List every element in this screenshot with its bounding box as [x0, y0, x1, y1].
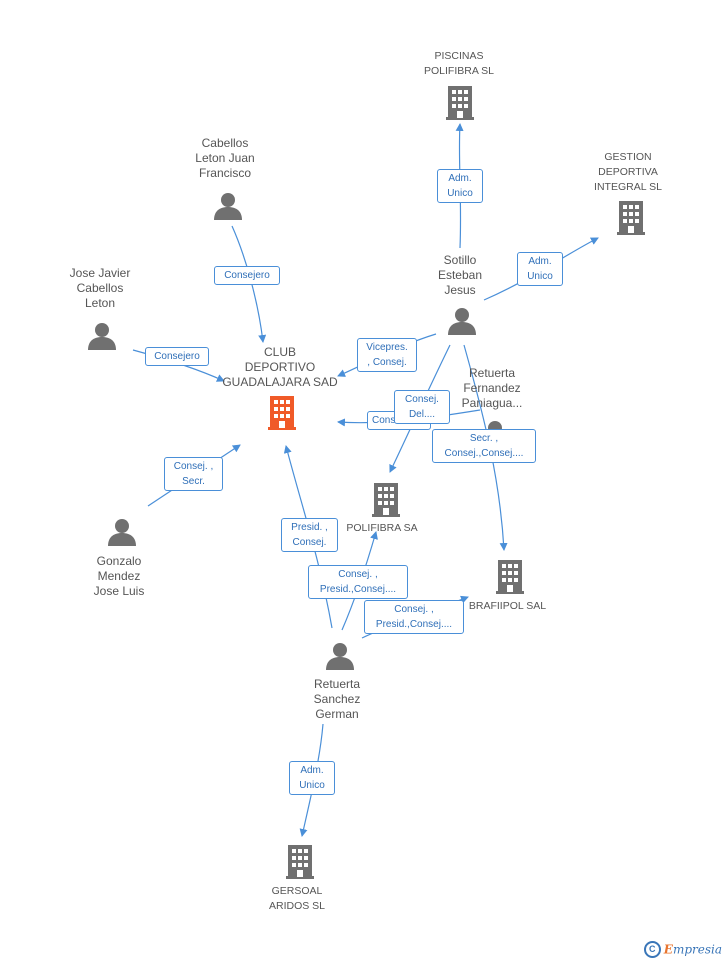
edge-label-consej-presid[interactable]: Consej. , Presid.,Consej....	[364, 600, 464, 634]
edge-label-consej-del[interactable]: Consej. Del....	[394, 390, 450, 424]
edge-label-secr-consej[interactable]: Secr. , Consej.,Consej....	[432, 429, 536, 463]
brand-logo: Empresia	[663, 942, 722, 957]
copyright-icon: C	[643, 941, 661, 958]
node-label-brafiipol[interactable]: BRAFIIPOL SAL	[468, 600, 547, 612]
node-label-gonzalo[interactable]: Gonzalo Mendez Jose Luis	[93, 554, 145, 598]
node-label-gersoal[interactable]: GERSOAL ARIDOS SL	[268, 885, 326, 912]
building-icon-highlighted	[268, 396, 296, 430]
edge-label-consej-secr[interactable]: Consej. , Secr.	[164, 457, 223, 491]
edge-label-consejero[interactable]: Consejero	[214, 266, 280, 285]
node-label-retuerta-fernandez[interactable]: Retuerta Fernandez Paniagua...	[461, 366, 523, 410]
person-icon	[108, 519, 136, 546]
node-label-club[interactable]: CLUB DEPORTIVO GUADALAJARA SAD	[222, 345, 338, 389]
edge-label-vicepres[interactable]: Vicepres. , Consej.	[357, 338, 417, 372]
person-icon	[326, 643, 354, 670]
building-icon	[286, 845, 314, 879]
node-label-piscinas[interactable]: PISCINAS POLIFIBRA SL	[423, 50, 495, 77]
edge-label-presid-consej[interactable]: Presid. , Consej.	[281, 518, 338, 552]
edge-label-adm-unico[interactable]: Adm. Unico	[517, 252, 563, 286]
edge-label-consejero[interactable]: Consejero	[145, 347, 209, 366]
node-label-polifibra[interactable]: POLIFIBRA SA	[346, 522, 418, 534]
person-icon	[448, 308, 476, 335]
building-icon	[617, 201, 645, 235]
edge-label-adm-unico[interactable]: Adm. Unico	[437, 169, 483, 203]
node-label-gestion[interactable]: GESTION DEPORTIVA INTEGRAL SL	[594, 151, 662, 193]
node-label-sotillo[interactable]: Sotillo Esteban Jesus	[437, 253, 483, 297]
building-icon	[372, 483, 400, 517]
node-label-cabellos-juan[interactable]: Cabellos Leton Juan Francisco	[195, 136, 255, 180]
edge-label-adm-unico[interactable]: Adm. Unico	[289, 761, 335, 795]
node-label-jose-javier[interactable]: Jose Javier Cabellos Leton	[69, 266, 131, 310]
building-icon	[496, 560, 524, 594]
person-icon	[88, 323, 116, 350]
person-icon	[214, 193, 242, 220]
edge-label-consej-presid[interactable]: Consej. , Presid.,Consej....	[308, 565, 408, 599]
node-label-retuerta-sanchez[interactable]: Retuerta Sanchez German	[313, 677, 361, 721]
building-icon	[446, 86, 474, 120]
